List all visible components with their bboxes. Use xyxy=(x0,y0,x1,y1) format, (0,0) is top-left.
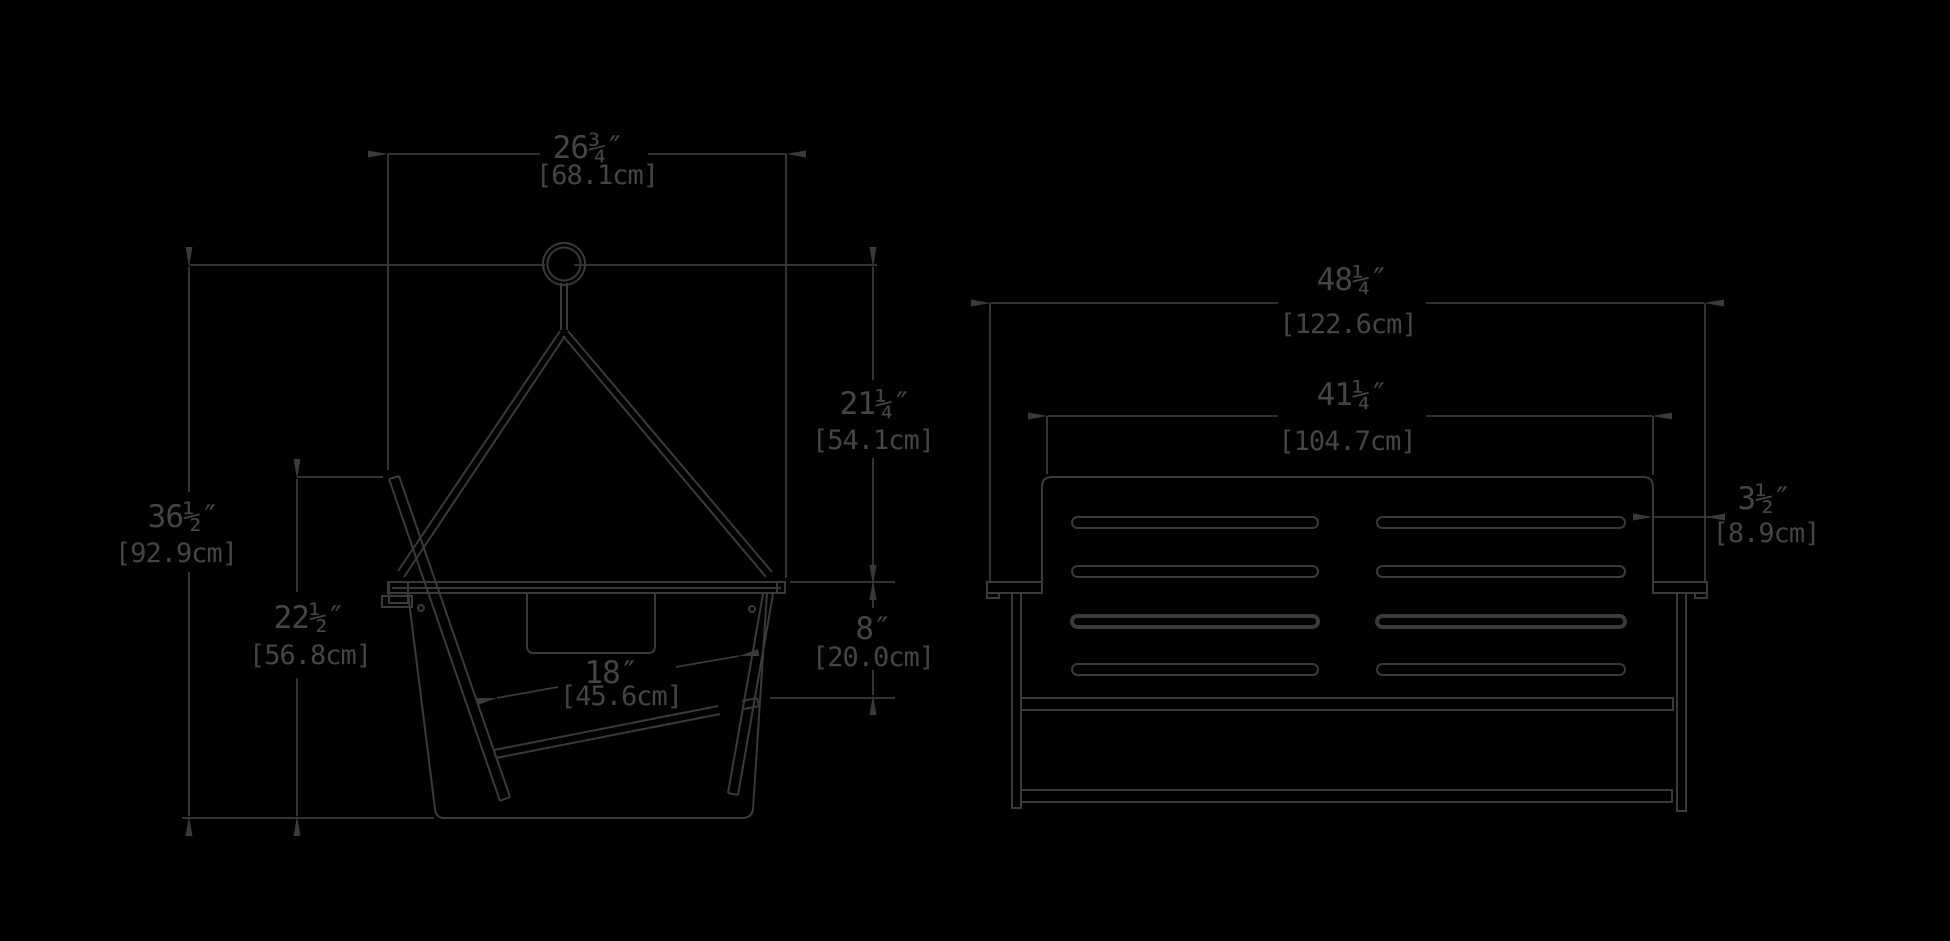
dim-back-height-inches: 22½″ xyxy=(274,600,345,636)
dim-back-width xyxy=(1028,412,1672,475)
dim-hang-height-cm: [54.1cm] xyxy=(812,425,934,456)
dim-depth-inches: 26¾″ xyxy=(553,130,624,166)
dim-overall-width-cm: [122.6cm] xyxy=(1279,309,1416,340)
bench-slats xyxy=(1070,516,1627,676)
dim-clearance xyxy=(770,565,895,715)
seat-base-panel xyxy=(406,592,769,819)
dim-hang-height-inches: 21¼″ xyxy=(840,386,911,422)
bench-seat xyxy=(1020,697,1674,711)
front-view xyxy=(971,299,1725,812)
dim-back-height xyxy=(293,459,383,836)
dim-seat-depth-inches: 18″ xyxy=(585,655,638,691)
dim-overall-height xyxy=(182,247,434,836)
dim-overall-width xyxy=(971,299,1724,581)
dim-clearance-inches: 8″ xyxy=(855,611,890,647)
hanging-ring xyxy=(542,242,586,330)
dim-seat-depth-cm: [45.6cm] xyxy=(560,681,682,712)
back-leg-strip xyxy=(388,475,511,802)
dim-arm-width-inches: 3½″ xyxy=(1738,481,1791,517)
dim-seat-depth xyxy=(476,649,760,705)
dim-hang-height xyxy=(790,247,895,600)
bench-back xyxy=(1041,476,1654,583)
dim-clearance-cm: [20.0cm] xyxy=(812,642,934,673)
dim-back-height-cm: [56.8cm] xyxy=(249,640,371,671)
side-view xyxy=(182,150,895,836)
bench-bottom-rail xyxy=(1020,789,1673,803)
rope-right xyxy=(562,330,773,578)
dim-depth-cm: [68.1cm] xyxy=(536,160,658,191)
front-leg-strip xyxy=(727,593,774,796)
cross-brace xyxy=(493,697,760,759)
dim-overall-height-inches: 36½″ xyxy=(148,499,219,535)
dim-back-width-inches: 41¼″ xyxy=(1317,377,1388,413)
dim-arm-width-cm: [8.9cm] xyxy=(1713,518,1820,549)
dim-overall-height-cm: [92.9cm] xyxy=(115,538,237,569)
dim-depth xyxy=(368,150,806,578)
dim-back-width-cm: [104.7cm] xyxy=(1278,426,1415,457)
bench-leg-right xyxy=(1676,592,1687,812)
dimension-labels: 26¾″ [68.1cm] 36½″ [92.9cm] 22½″ [56.8cm… xyxy=(115,130,1820,712)
dim-overall-width-inches: 48¼″ xyxy=(1317,262,1388,298)
rope-left xyxy=(397,330,566,578)
